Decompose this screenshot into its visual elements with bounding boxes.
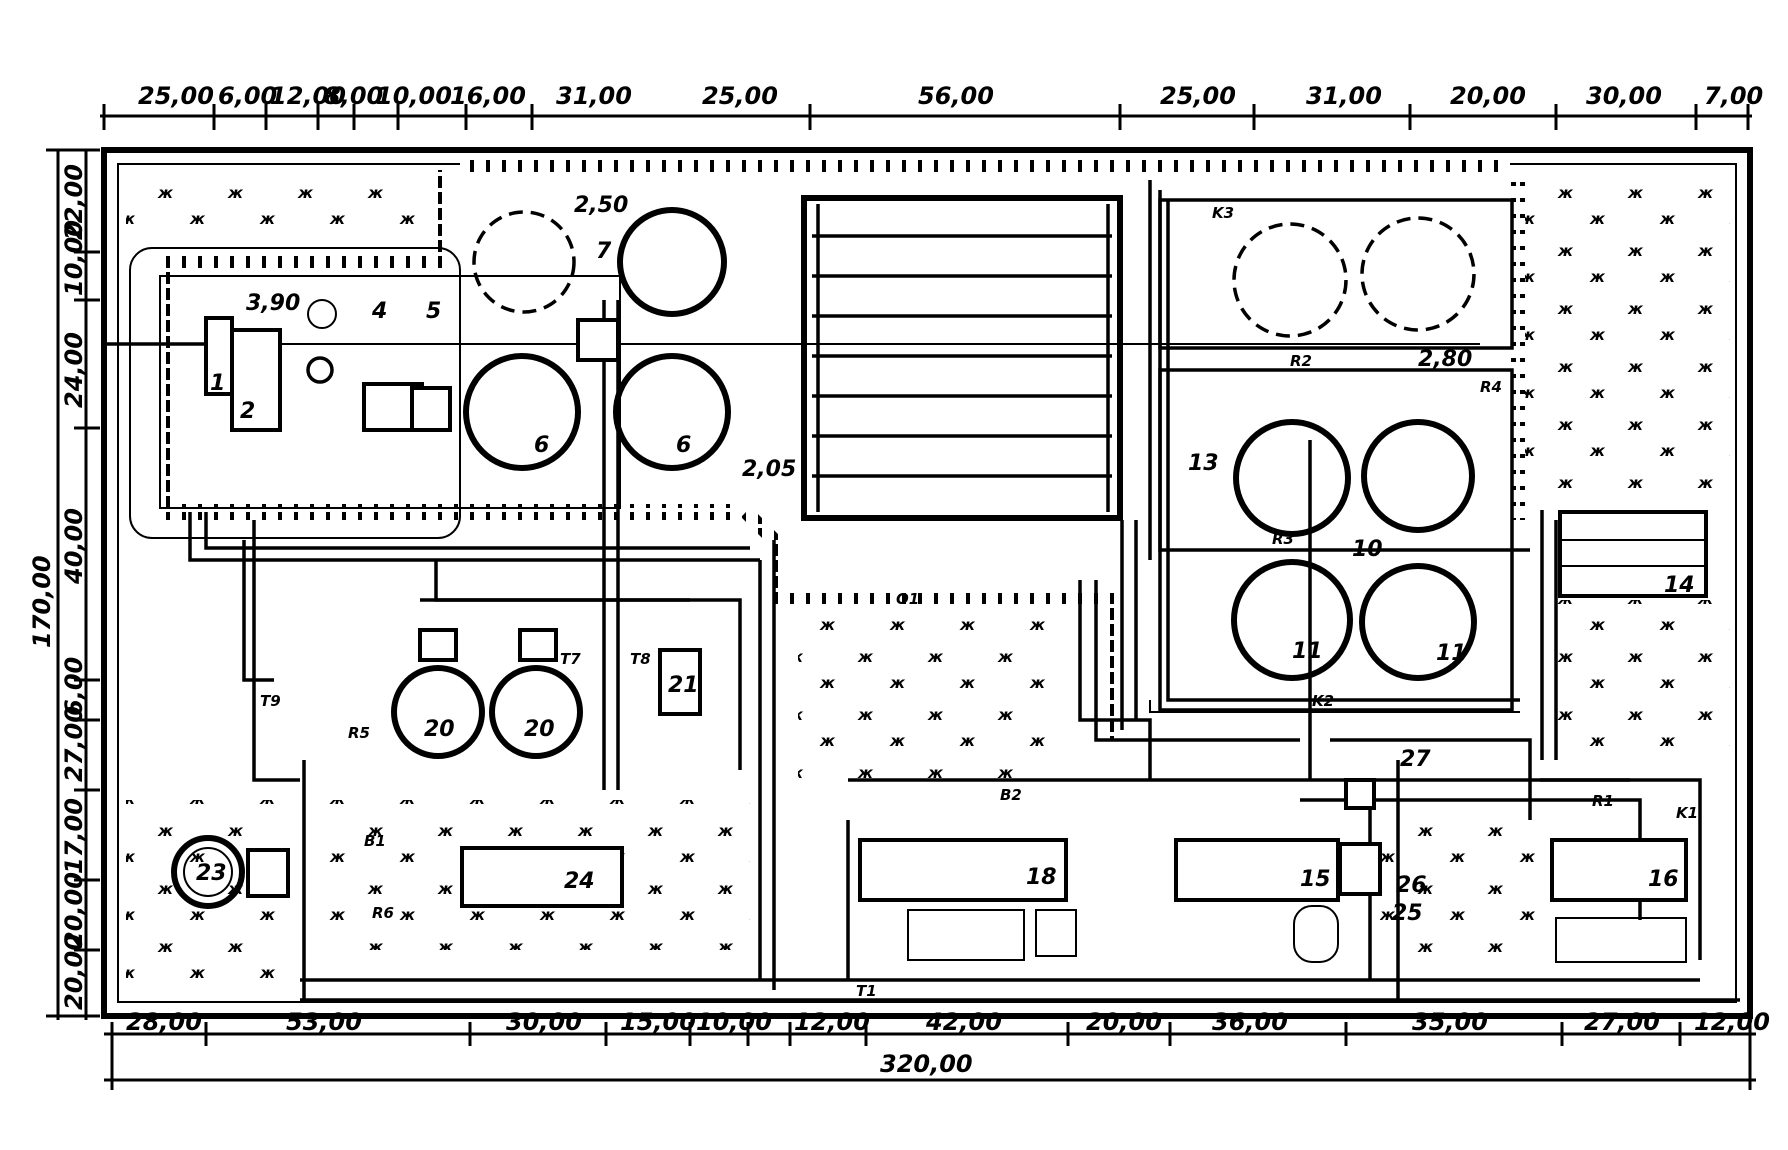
label-14: 14 [1664,573,1695,598]
top-dim-9: 56,00 [918,82,994,110]
top-dimension-line: 25,00 6,00 12,00 8,00 10,00 16,00 31,00 … [100,82,1763,130]
label-11a: 11 [1292,639,1323,664]
bottom-dim-8: 20,00 [1086,1008,1162,1036]
label-5: 5 [426,299,441,324]
pipe-label-k3: K3 [1212,204,1234,222]
bottom-buildings: 23 24 18 15 16 25 26 27 [171,747,1688,963]
left-dim-6: 27,00 [60,706,88,782]
elevation-3-90: 3,90 [246,291,300,316]
bottom-dim-9: 36,00 [1212,1008,1288,1036]
bottom-dim-2: 53,00 [286,1008,362,1036]
pipelines [104,180,1740,1002]
label-23: 23 [196,861,227,886]
elevation-2-80: 2,80 [1418,347,1472,372]
pipe-label-r5: R5 [348,724,370,742]
label-13: 13 [1188,451,1219,476]
secondary-tanks: 10 11 11 13 2,80 [1158,198,1514,712]
elevation-2-50: 2,50 [574,193,628,218]
pipe-labels: R1 R2 R3 R4 R5 R6 T1 T7 T8 T9 K1 K2 K3 B… [260,204,1698,1000]
pipe-label-r6: R6 [372,904,394,922]
top-dim-8: 25,00 [702,82,778,110]
bottom-dimension-line: 28,00 53,00 30,00 15,00 10,00 12,00 42,0… [104,1008,1770,1090]
label-18: 18 [1026,865,1057,890]
top-dim-4: 8,00 [324,82,383,110]
label-2: 2 [240,399,255,424]
label-24: 24 [564,869,595,894]
label-20a: 20 [424,717,455,742]
top-dim-7: 31,00 [556,82,632,110]
site-boundary [101,147,1753,1019]
label-21: 21 [668,673,699,698]
top-dim-1: 25,00 [138,82,214,110]
pipe-label-o1: O1 [896,590,919,608]
top-dim-6: 16,00 [450,82,526,110]
pipe-label-r1: R1 [1592,792,1614,810]
bottom-dim-1: 28,00 [126,1008,202,1036]
primary-tanks: 6 6 7 2,50 [463,193,731,471]
left-dim-3: 24,00 [60,332,88,408]
left-dim-9: 20,00 [60,934,88,1010]
left-dim-1: 22,00 [60,164,88,240]
pipe-label-r2: R2 [1290,352,1312,370]
top-dim-10: 25,00 [1160,82,1236,110]
top-dim-3: 12,00 [270,82,346,110]
top-dim-2: 6,00 [218,82,277,110]
top-dim-13: 30,00 [1586,82,1662,110]
label-26: 26 [1396,873,1427,898]
pipe-label-r4: R4 [1480,378,1502,396]
top-dim-11: 31,00 [1306,82,1382,110]
top-dim-5: 10,00 [376,82,452,110]
bottom-dim-6: 12,00 [794,1008,870,1036]
building-14: 14 [1558,510,1708,598]
digesters: 20 20 21 [391,628,702,759]
left-dim-5: 6,00 [60,657,88,716]
label-11b: 11 [1436,641,1467,666]
label-6a: 6 [534,433,549,458]
pipe-label-k1: K1 [1676,804,1698,822]
bottom-total-dim: 320,00 [880,1050,973,1078]
label-16: 16 [1648,867,1679,892]
pipe-label-k2: K2 [1312,692,1334,710]
label-25: 25 [1392,901,1423,926]
left-dim-2: 10,00 [60,220,88,296]
top-dim-14: 7,00 [1704,82,1763,110]
bottom-dim-5: 10,00 [696,1008,772,1036]
pipe-label-t1: T1 [856,982,877,1000]
left-dim-8: 20,00 [60,872,88,948]
left-dim-4: 40,00 [60,508,88,585]
label-1: 1 [210,371,225,396]
pipe-label-r3: R3 [1272,530,1294,548]
pipe-label-t8: T8 [630,650,651,668]
label-10: 10 [1352,537,1383,562]
bottom-dim-3: 30,00 [506,1008,582,1036]
label-20b: 20 [524,717,555,742]
pipe-label-b2: B2 [1000,786,1022,804]
bottom-dim-11: 27,00 [1584,1008,1660,1036]
label-4: 4 [371,299,387,324]
pipe-label-b1: B1 [364,832,386,850]
pipe-label-t7: T7 [560,650,581,668]
inlet-block: 1 2 4 5 3,90 [204,291,452,432]
elevation-2-05: 2,05 [742,457,796,482]
bottom-dim-7: 42,00 [925,1008,1002,1036]
left-dimension-line: 22,00 10,00 24,00 40,00 6,00 27,00 17,00… [28,148,100,1020]
left-total-dim: 170,00 [28,555,56,648]
left-dim-7: 17,00 [60,798,88,874]
pipe-label-t9: T9 [260,692,281,710]
label-15: 15 [1300,867,1331,892]
label-27: 27 [1400,747,1431,772]
label-6b: 6 [676,433,691,458]
top-dim-12: 20,00 [1450,82,1526,110]
bottom-dim-10: 35,00 [1412,1008,1488,1036]
bottom-dim-12: 12,00 [1694,1008,1770,1036]
bottom-dim-4: 15,00 [620,1008,696,1036]
label-7: 7 [596,239,612,264]
aeration-tanks: 2,05 [742,195,1123,521]
